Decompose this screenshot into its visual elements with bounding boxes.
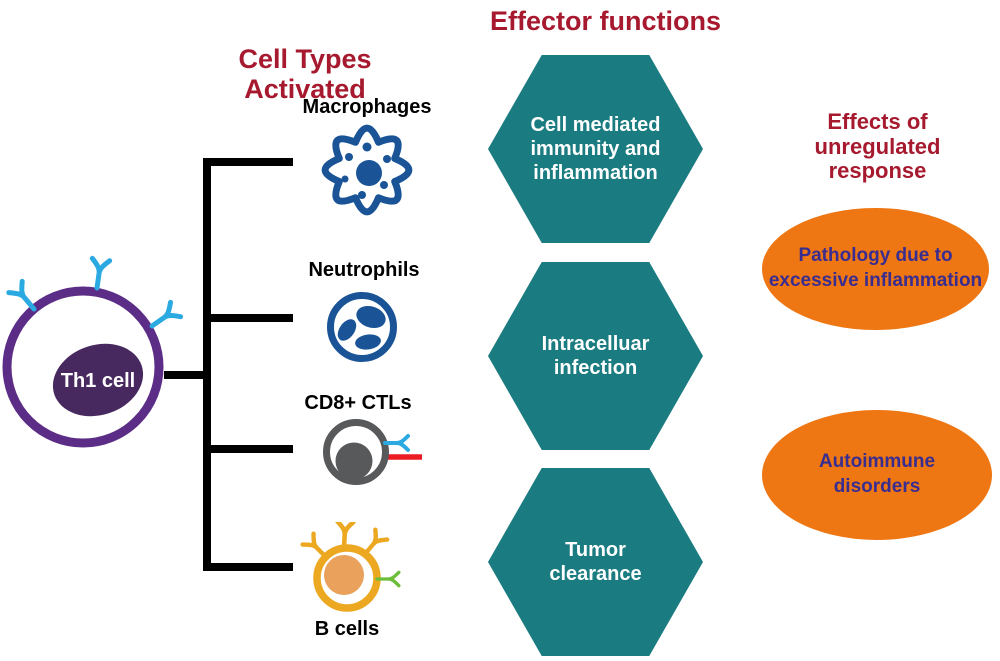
b-cells-label: B cells — [314, 618, 380, 640]
bracket-vertical-line — [203, 158, 211, 571]
hexagon-tumor-clearance: Tumor clearance — [488, 468, 703, 656]
b-cell-nucleus — [324, 555, 364, 595]
ctl-nucleus — [335, 442, 373, 480]
branch-cd8-line — [203, 445, 293, 453]
ellipse-autoimmune-disorders: Autoimmune disorders — [762, 410, 992, 540]
th1-cell-icon: Th1 cell — [2, 255, 184, 448]
th1-cell-label: Th1 cell — [61, 370, 135, 392]
tcr-receptor-icon — [6, 278, 37, 312]
ellipse-pathology-inflammation-label: Pathology due to excessive inflammation — [768, 245, 983, 291]
effector-functions-column-title: Effector functions — [489, 6, 721, 36]
cd8-ctls-label: CD8+ CTLs — [304, 392, 412, 414]
tcr-receptor-icon — [89, 255, 113, 291]
branch-neutrophils-line — [203, 314, 293, 322]
hexagon-intracellular-infection: Intracelluar infection — [488, 262, 703, 450]
bcr-receptor-icon — [300, 531, 329, 560]
neutrophil-lobed-nucleus — [337, 305, 386, 350]
th1-to-bracket-line — [164, 371, 208, 379]
b-cell-icon — [300, 522, 401, 612]
tcr-receptor-icon — [383, 434, 410, 452]
hexagon-cell-mediated-immunity-label: Cell mediated immunity and inflammation — [530, 114, 661, 184]
ellipse-pathology-inflammation: Pathology due to excessive inflammation — [762, 208, 989, 330]
ellipse-autoimmune-disorders-label: Autoimmune disorders — [818, 451, 936, 497]
macrophages-label: Macrophages — [302, 96, 432, 118]
antibody-receptor-icon — [375, 570, 401, 588]
neutrophil-icon — [327, 292, 397, 362]
neutrophils-label: Neutrophils — [308, 259, 420, 281]
branch-bcells-line — [203, 563, 293, 571]
macrophage-nucleus-and-granules — [341, 142, 391, 199]
hexagon-cell-mediated-immunity: Cell mediated immunity and inflammation — [488, 55, 703, 243]
hexagon-intracellular-infection-label: Intracelluar infection — [541, 333, 650, 379]
cytotoxic-t-cell-icon — [323, 419, 422, 485]
bcr-receptor-icon — [362, 527, 390, 557]
cell-types-column-title: Cell Types Activated — [238, 44, 372, 105]
th1-nucleus — [52, 343, 144, 417]
branch-macrophages-line — [203, 158, 293, 166]
hexagon-tumor-clearance-label: Tumor clearance — [549, 539, 642, 585]
unregulated-effects-column-title: Effects of unregulated response — [814, 109, 941, 184]
macrophage-icon — [321, 124, 413, 216]
tcr-receptor-icon — [149, 299, 184, 329]
bcr-receptor-icon — [335, 522, 356, 551]
